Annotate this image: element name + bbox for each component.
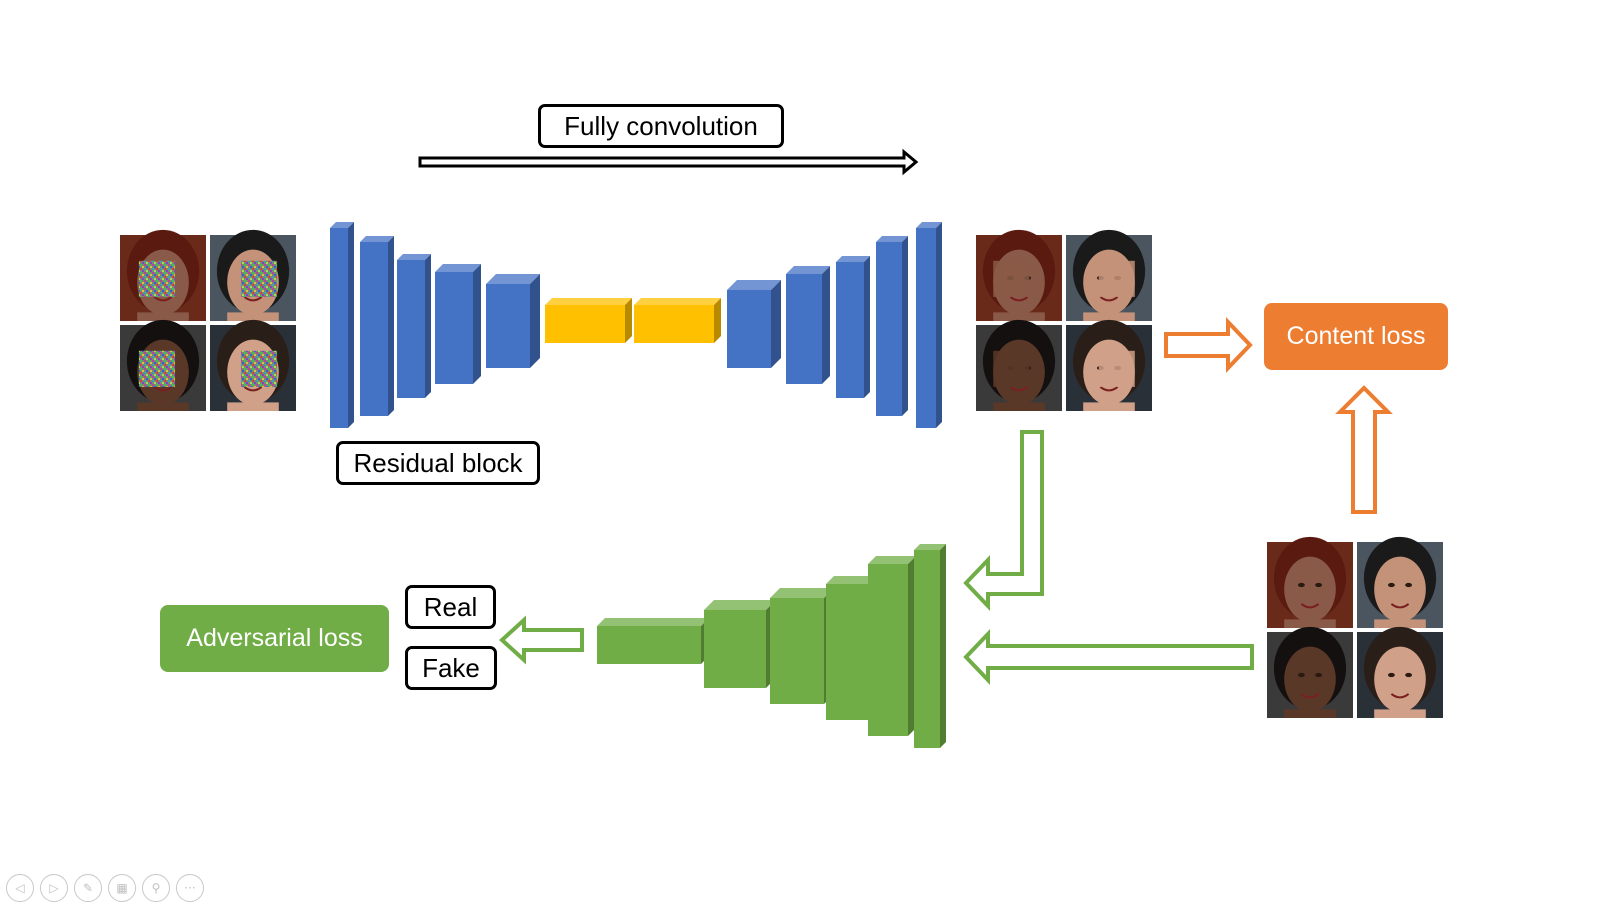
discriminator-layer xyxy=(704,600,776,688)
input-face-grid xyxy=(120,229,296,411)
face-thumbnail xyxy=(210,229,296,321)
face-thumbnail xyxy=(1066,319,1152,411)
decoder-layer xyxy=(876,236,908,416)
residual-block-layer xyxy=(634,298,721,343)
encoder-layer xyxy=(435,264,481,384)
face-thumbnail xyxy=(120,229,206,321)
face-thumbnail xyxy=(1357,536,1443,628)
next-icon[interactable]: ▷ xyxy=(40,874,68,902)
zoom-icon[interactable]: ⚲ xyxy=(142,874,170,902)
prev-icon[interactable]: ◁ xyxy=(6,874,34,902)
decoder-layer xyxy=(786,266,830,384)
decoder-layer xyxy=(727,280,781,368)
fully-convolution-label: Fully convolution xyxy=(538,104,784,148)
encoder-layer xyxy=(397,254,431,398)
discriminator-layer xyxy=(770,588,834,704)
decoder-layer xyxy=(916,222,942,428)
generated-to-discriminator-arrow xyxy=(963,430,1044,611)
real-to-content-arrow xyxy=(1335,385,1393,514)
slideshow-controls: ◁ ▷ ✎ ▦ ⚲ ··· xyxy=(6,874,204,902)
face-thumbnail xyxy=(1267,536,1353,628)
pen-icon[interactable]: ✎ xyxy=(74,874,102,902)
face-thumbnail xyxy=(120,319,206,411)
generated-face-grid xyxy=(976,229,1152,411)
content-loss-box: Content loss xyxy=(1264,303,1448,370)
real-label: Real xyxy=(405,585,496,629)
residual-block-layer xyxy=(545,298,632,343)
encoder-layer xyxy=(330,222,354,428)
face-thumbnail xyxy=(1357,626,1443,718)
adversarial-loss-box: Adversarial loss xyxy=(160,605,389,672)
discriminator-output-arrow xyxy=(499,615,584,665)
real-face-grid xyxy=(1267,536,1443,718)
discriminator-layer xyxy=(597,618,709,664)
face-thumbnail xyxy=(1267,626,1353,718)
decoder-layer xyxy=(836,256,870,398)
face-thumbnail xyxy=(210,319,296,411)
generator-network xyxy=(330,222,942,428)
discriminator-layer xyxy=(868,556,916,736)
content-loss-arrow xyxy=(1164,317,1253,373)
fake-label: Fake xyxy=(405,646,497,690)
discriminator-layer xyxy=(914,544,946,748)
encoder-layer xyxy=(486,274,540,368)
discriminator-network xyxy=(597,544,946,748)
slides-icon[interactable]: ▦ xyxy=(108,874,136,902)
encoder-layer xyxy=(360,236,394,416)
face-thumbnail xyxy=(976,229,1062,321)
residual-block-label: Residual block xyxy=(336,441,540,485)
more-icon[interactable]: ··· xyxy=(176,874,204,902)
face-thumbnail xyxy=(976,319,1062,411)
real-to-discriminator-arrow xyxy=(963,629,1254,685)
fully-convolution-arrow xyxy=(418,148,919,176)
face-thumbnail xyxy=(1066,229,1152,321)
